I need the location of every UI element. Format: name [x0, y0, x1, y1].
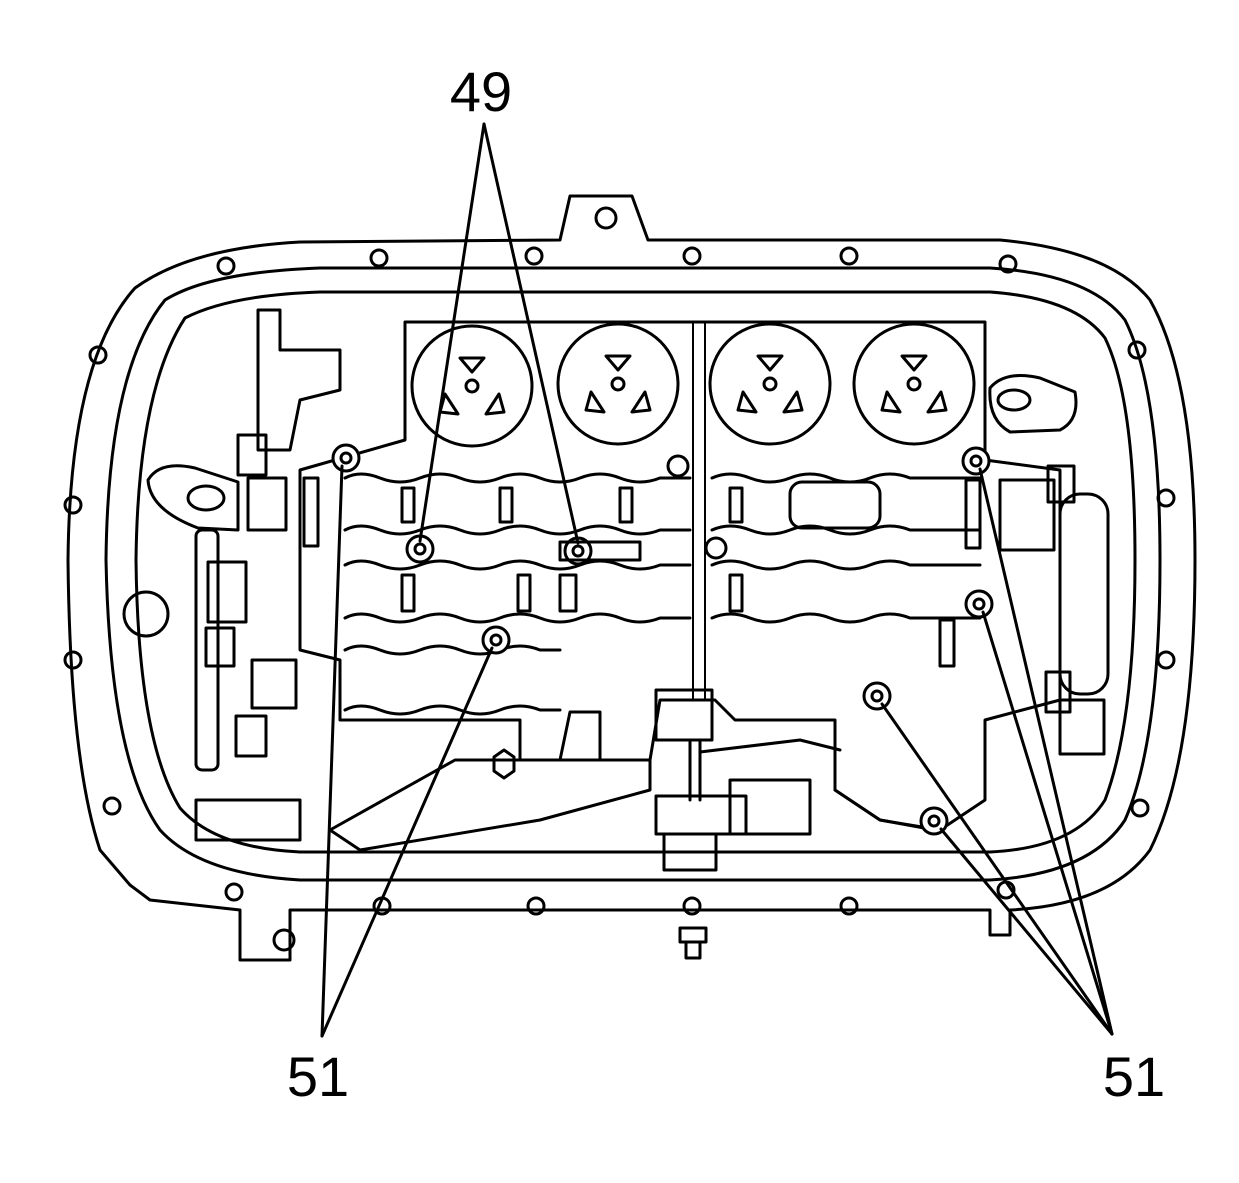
drain-plug — [678, 926, 708, 960]
bolt-51-f — [919, 806, 949, 836]
solenoid-1 — [410, 324, 534, 448]
callout-51-right: 51 — [1103, 1045, 1165, 1108]
solenoid-2 — [556, 322, 680, 446]
callout-51-left: 51 — [287, 1045, 349, 1108]
wiring-harness — [328, 688, 937, 872]
solenoid-4 — [852, 322, 976, 446]
flange-bolt-holes — [63, 206, 1176, 952]
solenoid-3 — [708, 322, 832, 446]
solenoid-discs — [410, 322, 976, 448]
valve-spool-bores — [302, 472, 982, 716]
bolt-51-d — [964, 589, 994, 619]
oil-pan-flange — [66, 194, 1197, 962]
bolt-heads — [331, 443, 994, 836]
bolt-51-b — [481, 625, 511, 655]
bolt-49-right — [563, 536, 593, 566]
bolt-49-left — [405, 534, 435, 564]
leader-lines — [320, 122, 1114, 1038]
right-components — [988, 374, 1110, 756]
bolt-51-a — [331, 443, 361, 473]
bolt-51-c — [961, 446, 991, 476]
bolt-51-e — [862, 681, 892, 711]
callout-49: 49 — [450, 60, 512, 123]
left-components — [122, 308, 342, 842]
